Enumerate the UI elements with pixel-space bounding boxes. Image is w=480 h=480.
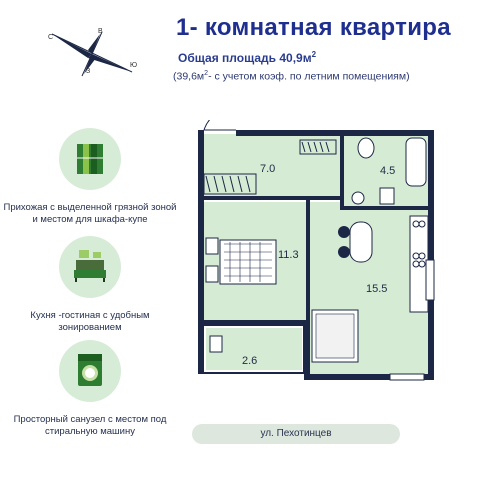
floor-plan-drawing: 7.0 4.5 11.3 15.5 2.6 <box>198 107 435 381</box>
street-name: ул. Пехотинцев <box>260 428 332 439</box>
area-note-post: - с учетом коэф. по летним помещениям) <box>208 70 410 83</box>
street-badge: ул. Пехотинцев <box>192 424 400 444</box>
washing-machine-icon <box>78 354 102 386</box>
compass-south-label: Ю <box>130 62 138 69</box>
feature-living: Кухня -гостиная с удобным зонированием <box>0 236 180 334</box>
page-title: 1- комнатная квартира <box>176 14 451 41</box>
feature-bathroom: Просторный санузел с местом под стиральн… <box>0 340 180 438</box>
room-area-bathroom: 4.5 <box>380 165 395 177</box>
area-note: (39,6м2- с учетом коэф. по летним помеще… <box>173 70 410 83</box>
total-area-text: Общая площадь 40,9м <box>178 51 312 65</box>
feature-icon-circle <box>59 128 121 190</box>
feature-icon-circle <box>59 340 121 402</box>
feature-living-text: Кухня -гостиная с удобным зонированием <box>30 310 150 333</box>
compass-east-label: В <box>98 28 103 35</box>
total-area-sup: 2 <box>311 50 317 59</box>
living-room-icon <box>74 250 106 282</box>
room-area-hallway: 7.0 <box>260 163 275 175</box>
room-area-bedroom: 11.3 <box>278 249 299 261</box>
feature-hallway-text: Прихожая с выделенной грязной зоной и ме… <box>3 202 177 225</box>
feature-hallway: Прихожая с выделенной грязной зоной и ме… <box>0 128 180 226</box>
room-area-balcony: 2.6 <box>242 355 257 367</box>
hallway-wardrobe-icon <box>77 144 103 174</box>
compass-icon <box>51 31 133 77</box>
total-area: Общая площадь 40,9м2 <box>178 50 316 65</box>
area-note-sup: 2 <box>204 70 209 77</box>
floor-plan: 7.0 4.5 11.3 15.5 2.6 <box>180 107 440 390</box>
compass-west-label: З <box>86 68 91 75</box>
compass-north-label: С <box>48 34 54 41</box>
feature-icon-circle <box>59 236 121 298</box>
feature-bathroom-text: Просторный санузел с местом под стиральн… <box>13 414 167 437</box>
room-area-kitchen: 15.5 <box>366 283 387 295</box>
compass-rose: С Ю З В <box>44 28 140 78</box>
area-note-pre: (39,6м <box>173 70 205 83</box>
